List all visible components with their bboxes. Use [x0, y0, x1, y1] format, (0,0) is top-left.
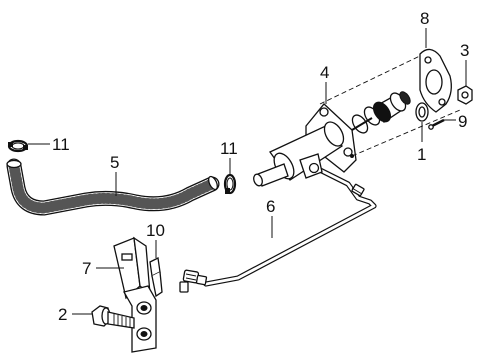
callout-9: 9: [444, 112, 467, 131]
alignment-guides: [319, 53, 461, 157]
hose-part: [6, 158, 220, 216]
callout-8: 8: [420, 9, 429, 48]
svg-text:7: 7: [82, 259, 91, 278]
svg-text:11: 11: [220, 139, 238, 158]
hose-clamp-right: [223, 173, 237, 195]
callout-6: 6: [266, 197, 275, 238]
svg-text:11: 11: [52, 135, 70, 154]
callout-4: 4: [320, 63, 329, 104]
svg-text:8: 8: [420, 9, 429, 28]
bolt-part: [91, 305, 135, 329]
svg-text:5: 5: [110, 153, 119, 172]
svg-text:10: 10: [146, 221, 165, 240]
callout-5: 5: [110, 153, 119, 196]
hose-clamp-left: [7, 139, 29, 153]
callout-2: 2: [58, 305, 92, 324]
svg-text:9: 9: [458, 112, 467, 131]
master-cylinder: [253, 91, 411, 187]
svg-text:1: 1: [417, 145, 426, 164]
svg-text:2: 2: [58, 305, 67, 324]
nut-part: [457, 85, 473, 105]
callout-11-left: 11: [28, 135, 70, 154]
callout-3: 3: [460, 41, 469, 86]
svg-text:4: 4: [320, 63, 329, 82]
callout-1: 1: [417, 122, 426, 164]
callout-10: 10: [146, 221, 165, 258]
clip-part: [149, 257, 163, 298]
bracket-part: [113, 236, 157, 353]
gasket-part: [419, 48, 452, 113]
svg-text:6: 6: [266, 197, 275, 216]
clevis-pin-part: [428, 118, 445, 130]
clutch-tube: [179, 163, 377, 293]
washer-part: [415, 102, 429, 122]
svg-text:3: 3: [460, 41, 469, 60]
callout-11-right: 11: [220, 139, 238, 174]
callout-7: 7: [82, 259, 124, 278]
